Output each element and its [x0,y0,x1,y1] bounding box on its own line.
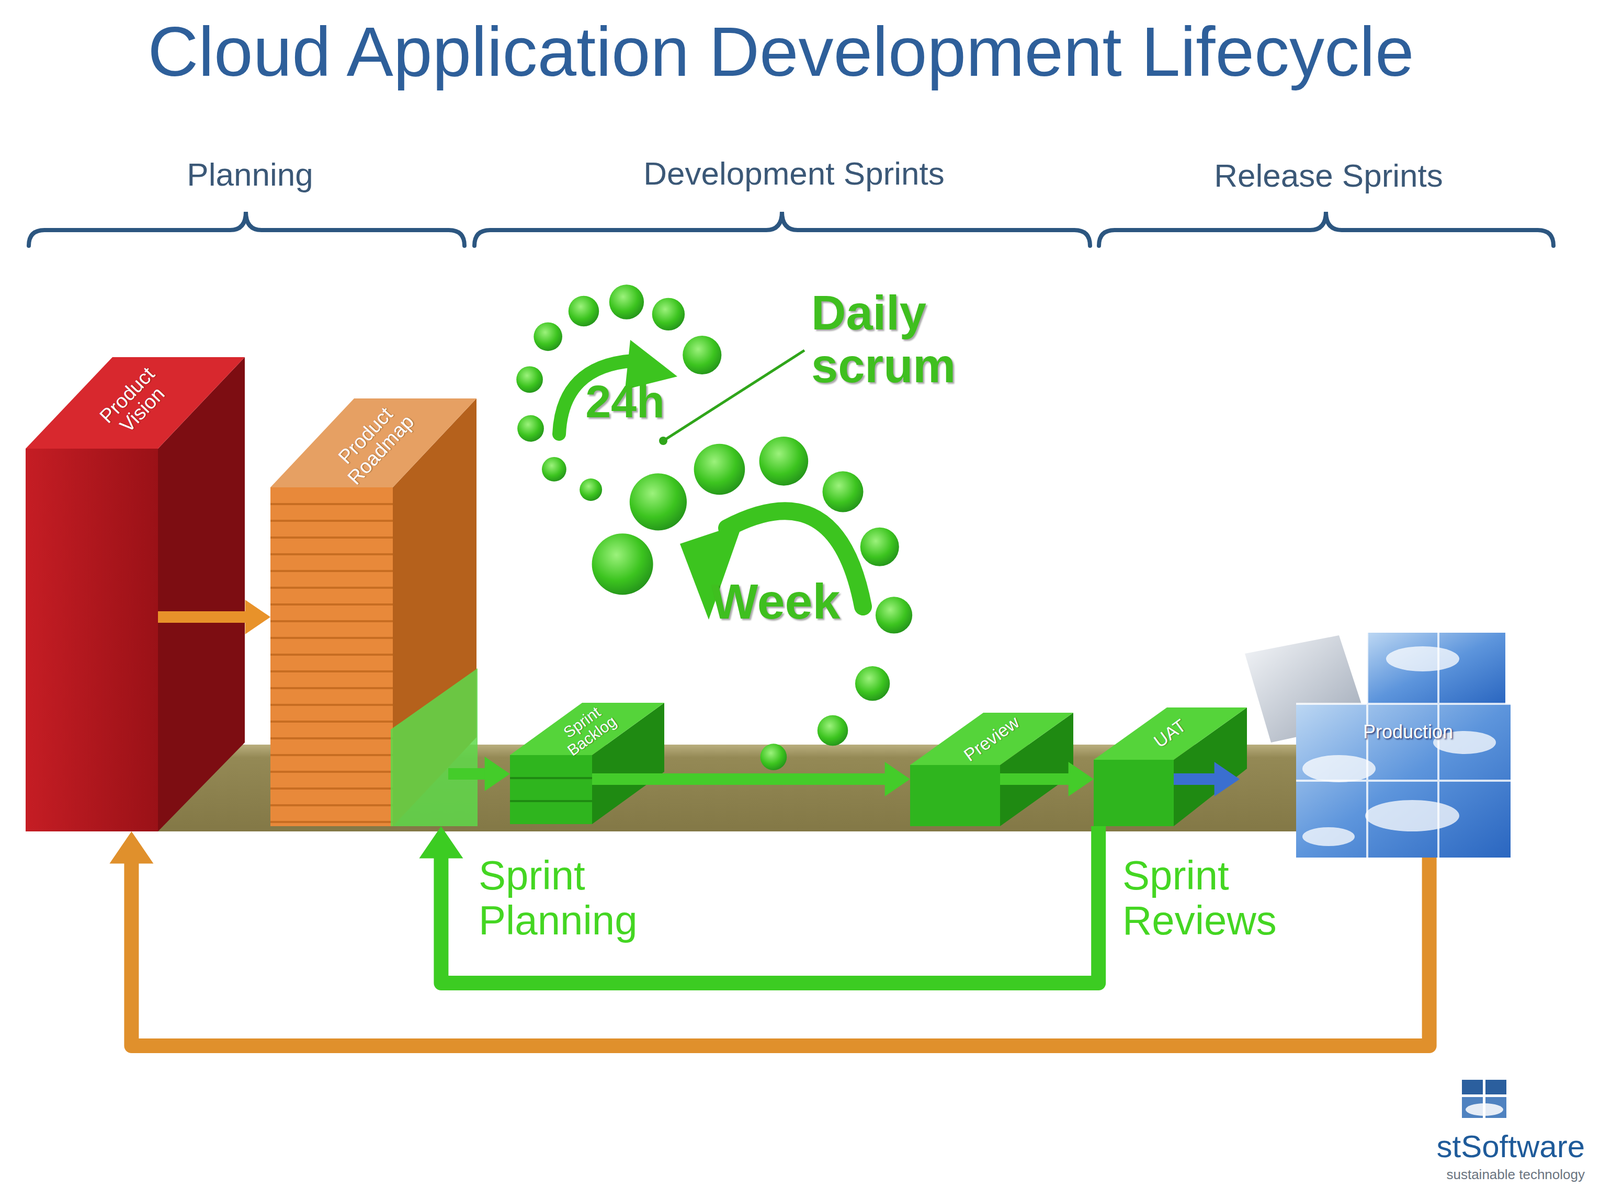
roadmap-block: Product Roadmap [270,487,449,827]
diagram-title: Cloud Application Development Lifecycle [148,11,1415,92]
label-text: Release Sprints [1213,157,1444,194]
sprint-box: Preview [910,765,1001,827]
node-label: Production [1329,722,1487,743]
label-text: Planning [186,156,313,193]
flow-arrow [157,599,271,635]
label-text: Sprint Planning [478,853,699,944]
feedback-loop-arrow [418,826,1099,984]
production-cubes: Production [1239,632,1511,858]
daily-scrum-leader [659,350,805,446]
sprint-blocks [509,702,1247,827]
feedback-loop-arrow [109,831,1429,1047]
label-text: Daily scrum [811,286,1042,393]
sprint-box: Sprint Backlog [509,755,593,825]
flow-arrow [448,756,510,792]
flow-arrow [592,762,911,797]
label-text: 24h [585,376,665,428]
section-braces [28,211,1554,246]
label-text: Week [711,574,841,630]
label-text: Sprint Reviews [1122,853,1343,944]
flow-arrow [1000,762,1094,797]
sprint-box: UAT [1093,759,1174,827]
logo-icon [1461,1080,1507,1119]
production-cloud-cubes [1244,632,1511,858]
label-text: Development Sprints [643,155,945,192]
label-text: stSoftware [1436,1129,1585,1165]
flow-arrow [1173,762,1240,797]
vision-block: Product Vision [25,448,158,832]
label-text: sustainable technology [1446,1167,1585,1183]
